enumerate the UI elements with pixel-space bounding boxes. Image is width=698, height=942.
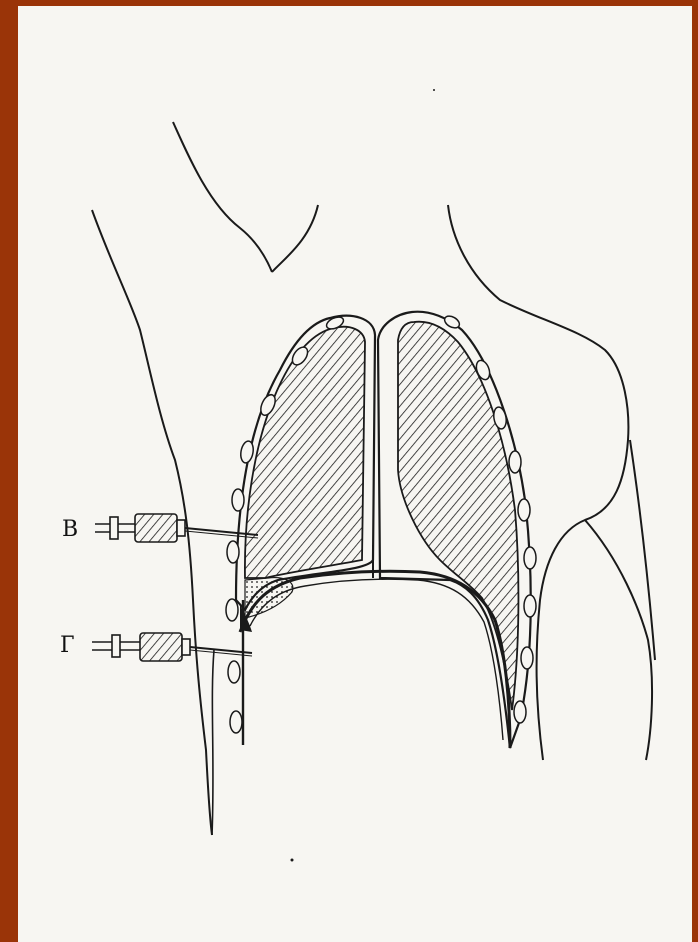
- rib-oval-icon: [518, 499, 530, 521]
- rib-oval-icon: [524, 547, 536, 569]
- rib-oval-icon: [514, 701, 526, 723]
- rib-oval-icon: [509, 451, 521, 473]
- rib-oval-icon: [226, 599, 238, 621]
- diaphragm-inner: [250, 579, 503, 740]
- syringe-upper: [95, 514, 258, 542]
- rib-oval-icon: [232, 489, 244, 511]
- label-syringe-lower: Г: [60, 633, 75, 658]
- syringe-barrel: [135, 514, 177, 542]
- syringe-lower: [92, 633, 252, 661]
- rib-oval-icon: [230, 711, 242, 733]
- rib-oval-icon: [227, 541, 239, 563]
- rib-oval-icon: [228, 661, 240, 683]
- paper-speck: [433, 89, 435, 91]
- rib-oval-icon: [524, 595, 536, 617]
- paper-speck: [291, 859, 294, 862]
- left-lung-group: [236, 316, 375, 632]
- left-lung: [245, 327, 365, 578]
- label-syringe-upper: В: [62, 517, 78, 542]
- syringe-plunger-cap: [110, 517, 118, 539]
- rib-oval-icon: [521, 647, 533, 669]
- lower-abdomen-outline: [212, 650, 214, 835]
